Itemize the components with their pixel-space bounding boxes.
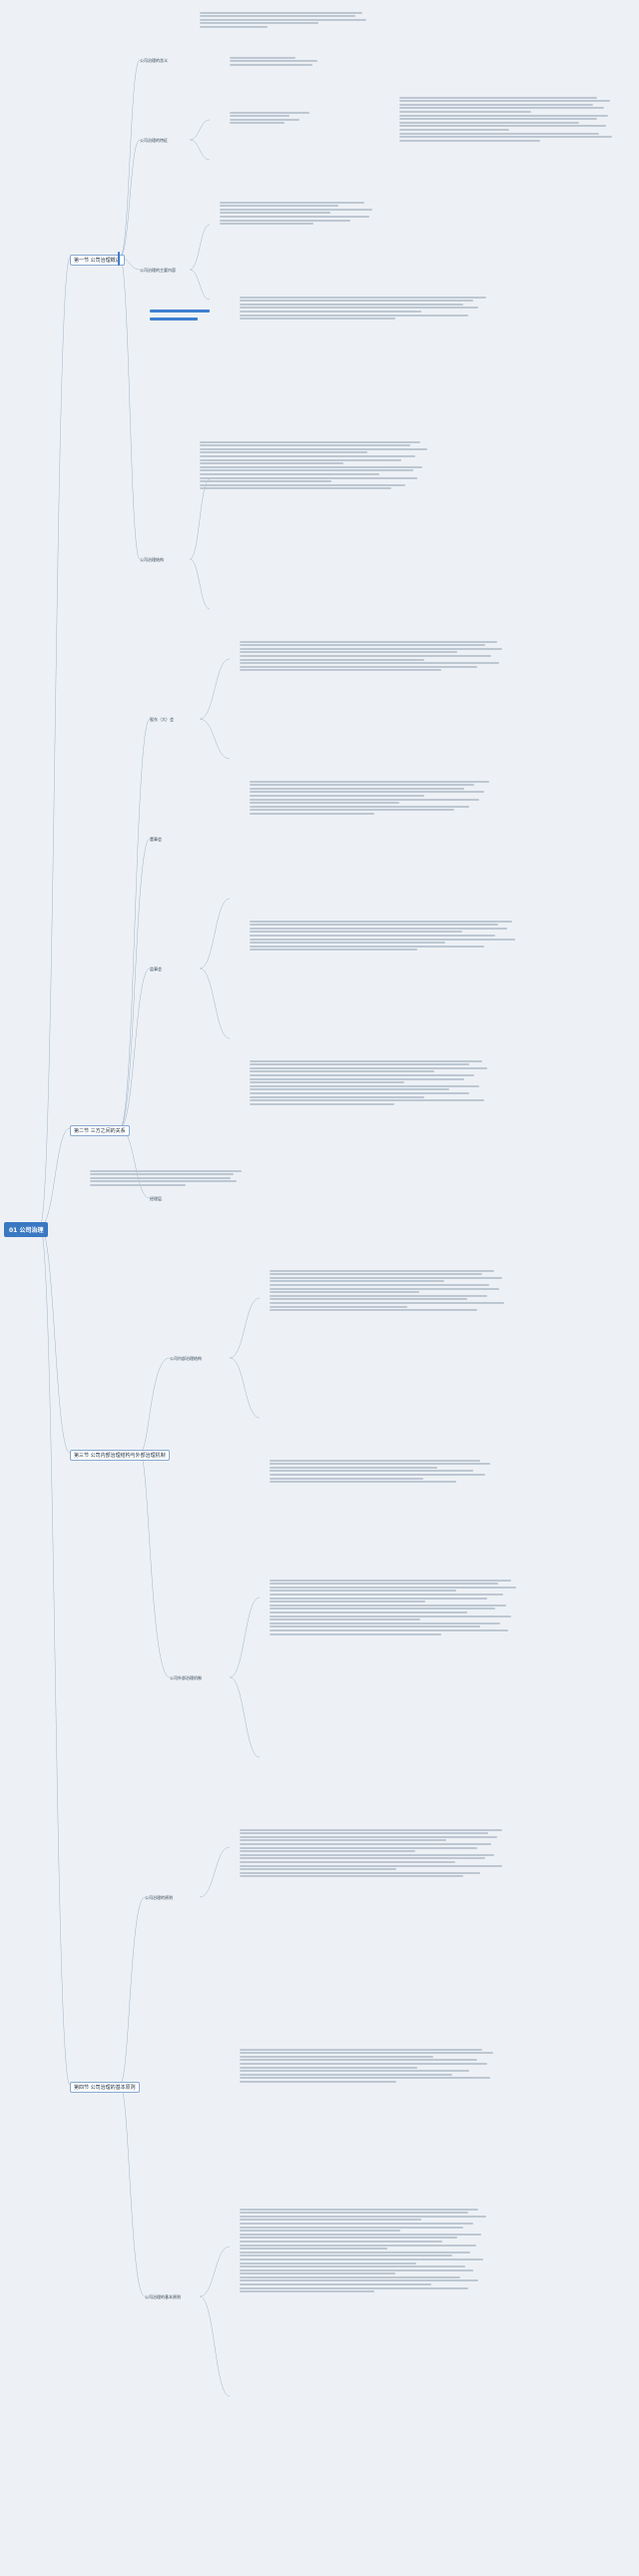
chapter-1-node[interactable]: 第一节 公司治理概述 bbox=[70, 255, 125, 266]
section-node[interactable]: 公司治理的含义 bbox=[140, 58, 168, 63]
section-node[interactable]: 监事会 bbox=[150, 966, 162, 971]
section-node[interactable]: 公司治理的特征 bbox=[140, 138, 168, 143]
text-block bbox=[270, 1578, 529, 1797]
text-block bbox=[240, 295, 499, 384]
section-node[interactable]: 公司治理的原则 bbox=[145, 1895, 173, 1900]
chapter-2-node[interactable]: 第二节 三方之间的关系 bbox=[70, 1125, 130, 1136]
text-block bbox=[270, 1268, 519, 1438]
text-block bbox=[399, 95, 619, 255]
text-block bbox=[240, 2207, 499, 2536]
text-block bbox=[230, 110, 329, 170]
chapter-1-marker bbox=[118, 252, 120, 266]
text-block bbox=[240, 639, 519, 759]
text-block bbox=[250, 779, 499, 909]
text-block bbox=[220, 200, 389, 290]
text-block bbox=[250, 1058, 499, 1238]
section-node[interactable]: 公司外部治理机制 bbox=[170, 1675, 202, 1680]
section-node[interactable]: 公司治理结构 bbox=[140, 557, 164, 562]
text-block bbox=[200, 10, 369, 46]
text-block bbox=[250, 919, 529, 1048]
highlight-bar bbox=[150, 310, 210, 313]
text-block bbox=[90, 1168, 250, 1228]
text-block bbox=[230, 55, 339, 85]
text-block bbox=[240, 2047, 509, 2187]
chapter-4-node[interactable]: 第四节 公司治理的基本原则 bbox=[70, 2082, 140, 2093]
section-node[interactable]: 经理层 bbox=[150, 1196, 162, 1201]
section-node[interactable]: 股东（大）会 bbox=[150, 717, 174, 722]
text-block bbox=[240, 1827, 519, 2027]
highlight-bar bbox=[150, 318, 198, 321]
section-node[interactable]: 公司内部治理结构 bbox=[170, 1356, 202, 1361]
section-node[interactable]: 公司治理的主要内容 bbox=[140, 268, 176, 273]
text-block bbox=[270, 1458, 509, 1568]
root-node[interactable]: 01 公司治理 bbox=[4, 1222, 49, 1237]
section-node[interactable]: 公司治理的基本原则 bbox=[145, 2294, 181, 2299]
section-node[interactable]: 董事会 bbox=[150, 837, 162, 842]
chapter-3-node[interactable]: 第三节 公司内部治理结构与外部治理机制 bbox=[70, 1450, 170, 1461]
text-block bbox=[200, 439, 439, 619]
